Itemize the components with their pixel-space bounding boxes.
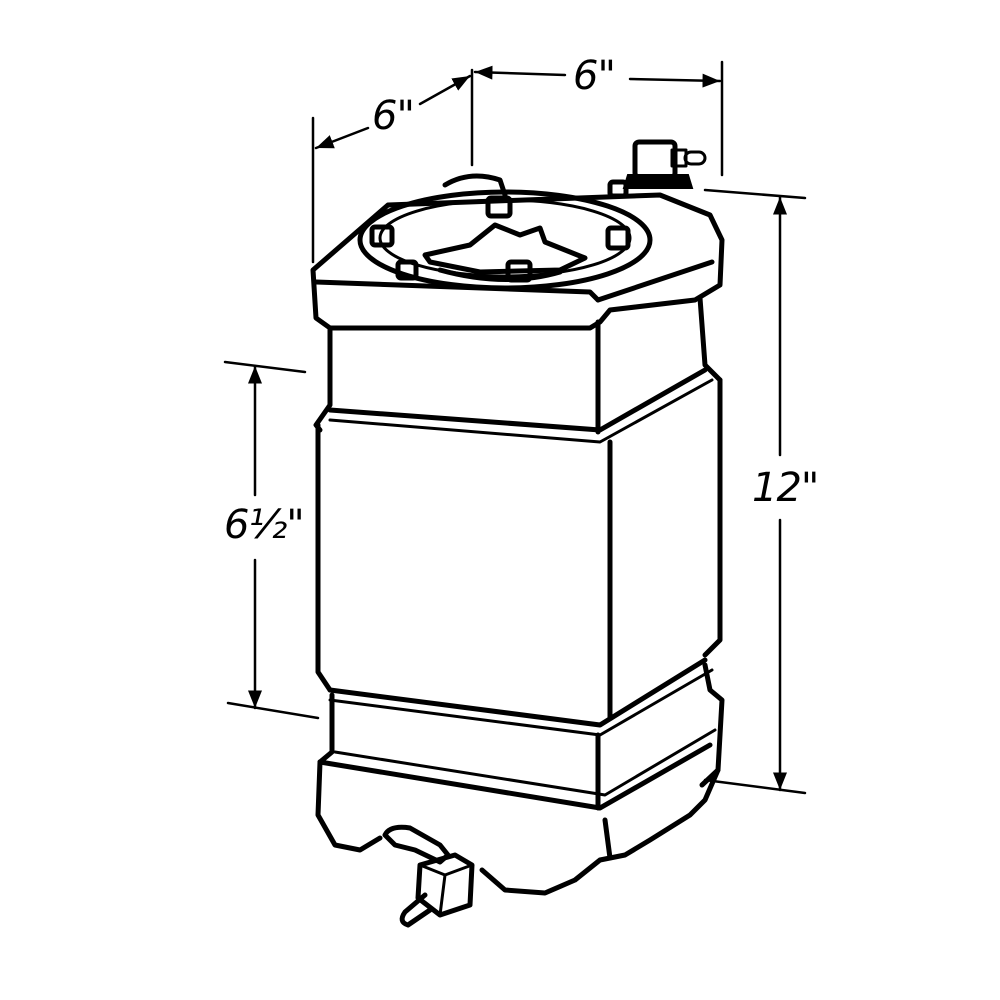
filler-cap [357,173,653,291]
side-height-label: 6½" [224,502,305,548]
width-dimension [473,60,724,177]
depth-label: 6" [372,93,415,139]
drain-valve [382,824,475,928]
tank-body [310,192,725,896]
total-height-dimension [703,188,807,795]
depth-dimension [311,68,474,264]
vent-fitting [622,139,707,189]
side-height-dimension [223,360,320,720]
width-label: 6" [573,53,616,99]
total-height-label: 12" [752,465,819,511]
